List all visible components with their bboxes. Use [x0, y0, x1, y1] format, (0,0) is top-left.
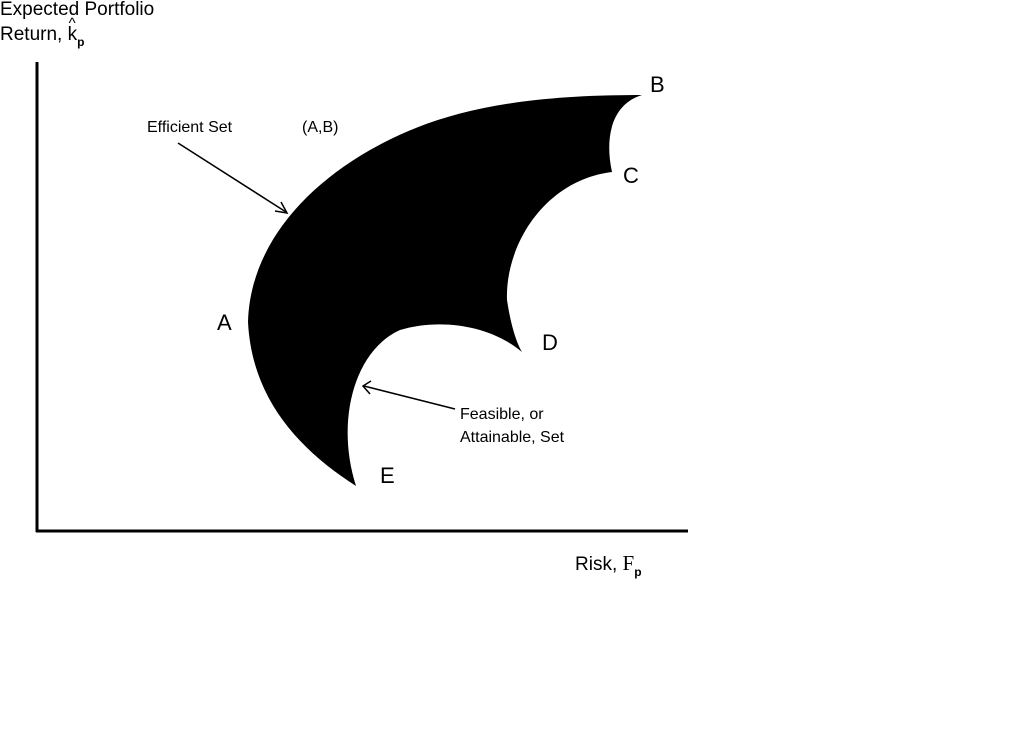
hat-accent: ^ [68, 15, 76, 32]
point-label-b: B [650, 72, 665, 97]
y-axis-label-line1: Expected Portfolio [0, 0, 155, 20]
x-symbol: F [622, 551, 635, 575]
y-axis-label-prefix: Return, [0, 24, 63, 45]
x-subscript: p [634, 565, 642, 579]
feasible-set-arrow-line [363, 385, 456, 410]
efficient-set-label: Efficient Set [147, 119, 233, 136]
y-subscript: p [77, 35, 85, 49]
k-hat-symbol: ^k [67, 16, 78, 45]
feasible-set-region [248, 95, 642, 486]
x-axis-label-prefix: Risk, [575, 554, 618, 575]
y-symbol: k [67, 24, 78, 45]
feasible-set-label-line1: Feasible, or [460, 406, 544, 423]
y-axis-label-line2: Return, ^kp [0, 16, 84, 48]
efficient-set-range-label: (A,B) [302, 119, 339, 136]
point-label-a: A [217, 310, 232, 335]
point-label-d: D [542, 330, 558, 355]
feasible-set-label-line2: Attainable, Set [460, 429, 565, 446]
efficient-set-arrowhead [274, 201, 289, 214]
x-axis-label: Risk, Fp [575, 551, 642, 579]
efficient-set-arrow-line [177, 142, 287, 213]
point-label-c: C [623, 163, 639, 188]
feasible-set-arrowhead [361, 380, 372, 395]
point-label-e: E [380, 463, 395, 488]
